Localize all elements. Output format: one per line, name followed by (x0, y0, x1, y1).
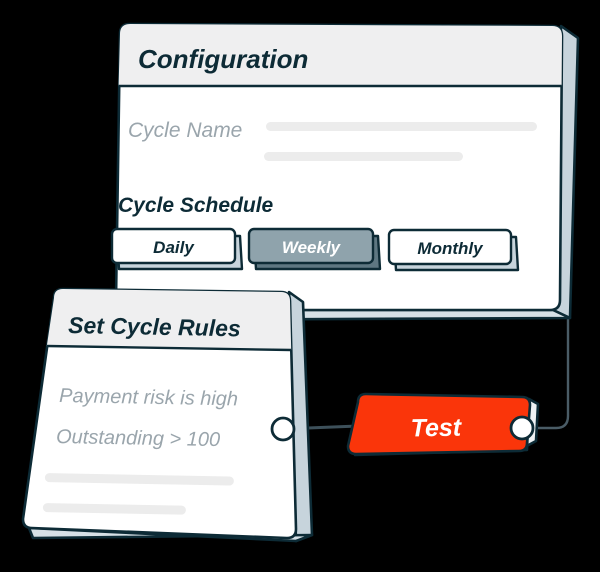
cycle-schedule-label: Cycle Schedule (118, 194, 274, 217)
test-action-button-label: Test (410, 414, 463, 443)
set-cycle-rules-rule-1: Payment risk is high (59, 385, 238, 410)
schedule-option-weekly-label: Weekly (282, 238, 342, 257)
schedule-option-monthly[interactable]: Monthly (387, 228, 520, 272)
schedule-option-daily[interactable]: Daily (110, 227, 244, 271)
schedule-option-weekly[interactable]: Weekly (247, 227, 382, 271)
set-cycle-rules-output-node[interactable] (270, 416, 296, 442)
set-cycle-rules-placeholder-bar-2[interactable] (42, 503, 186, 515)
test-output-node[interactable] (509, 415, 535, 441)
schedule-option-daily-face (110, 227, 237, 265)
schedule-option-monthly-face (387, 228, 513, 266)
set-cycle-rules-header-bg (46, 289, 292, 350)
configuration-panel-header-bg (118, 24, 562, 86)
configuration-panel-title: Configuration (138, 44, 308, 74)
set-cycle-rules-panel[interactable]: Set Cycle Rules Payment risk is high Out… (21, 287, 314, 543)
set-cycle-rules-rule-2: Outstanding > 100 (56, 426, 220, 451)
test-action-button[interactable]: Test (346, 392, 540, 457)
schedule-option-weekly-face (247, 227, 375, 265)
set-cycle-rules-placeholder-bar-1[interactable] (44, 473, 234, 486)
cycle-name-placeholder-bar-1[interactable] (266, 122, 537, 131)
schedule-option-monthly-label: Monthly (417, 239, 484, 258)
schedule-option-daily-label: Daily (153, 238, 195, 257)
cycle-name-placeholder-bar-2[interactable] (264, 152, 463, 161)
cycle-name-label: Cycle Name (128, 119, 242, 142)
configuration-panel[interactable]: Configuration Cycle Name Cycle Schedule … (110, 22, 580, 322)
set-cycle-rules-bottom-face (27, 526, 314, 543)
set-cycle-rules-header-divider (46, 344, 292, 352)
set-cycle-rules-title: Set Cycle Rules (68, 312, 241, 341)
test-action-button-face (346, 392, 532, 456)
